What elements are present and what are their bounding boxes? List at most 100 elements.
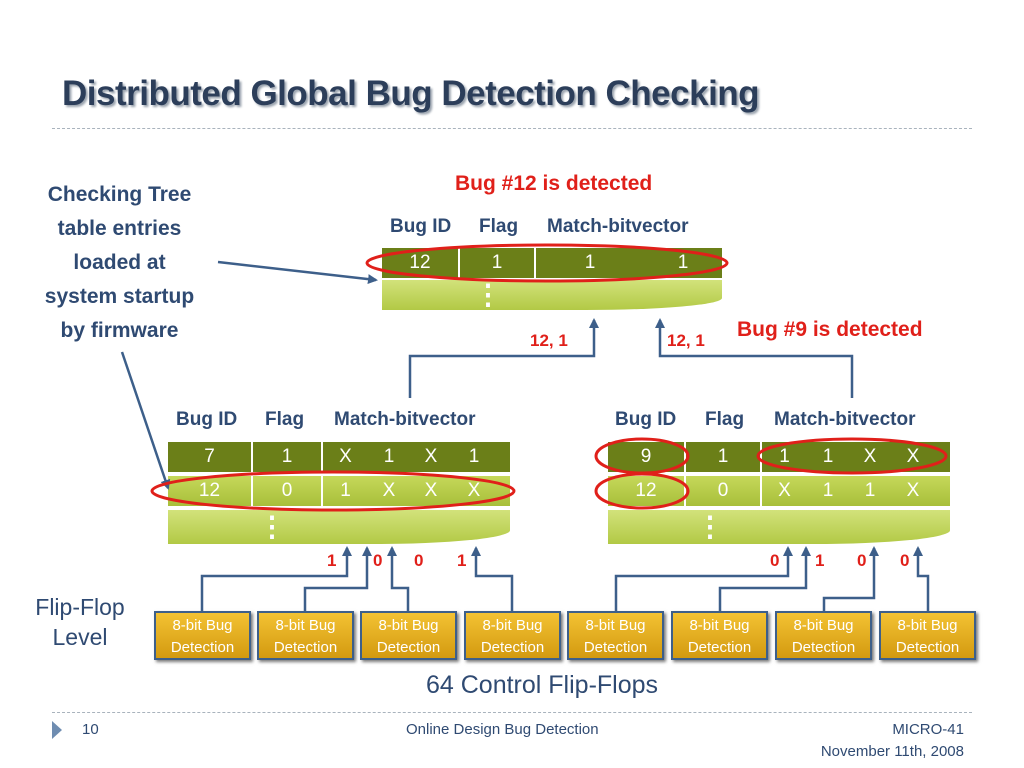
table-row: 12 0 1 X X X	[168, 476, 510, 506]
highlight-ellipse	[150, 470, 516, 512]
box-line: 8-bit Bug	[689, 617, 750, 634]
flag-cell: 0	[686, 476, 762, 506]
box-line: 8-bit Bug	[275, 617, 336, 634]
box-line: Detection	[273, 639, 338, 656]
match-bit-cell: X	[778, 480, 791, 501]
highlight-ellipse	[756, 437, 948, 475]
bit-label: 0	[373, 551, 383, 570]
tree-link-right	[655, 318, 854, 398]
tree-link-left	[408, 318, 599, 398]
ff-link	[913, 546, 930, 611]
left-header-bug-id: Bug ID	[176, 409, 238, 430]
match-bit-cell: X	[906, 480, 920, 501]
right-checking-table: 9 1 1 1 X X 12 0 X 1 1 X ⋮	[608, 440, 950, 546]
link-label-left: 12, 1	[530, 331, 568, 350]
box-line: 8-bit Bug	[897, 617, 958, 634]
checking-tree-note: Checking Tree table entries loaded at sy…	[32, 178, 207, 348]
link-label-right: 12, 1	[667, 331, 705, 350]
bit-label: 1	[327, 551, 337, 570]
highlight-ellipse	[594, 472, 690, 510]
annotation-arrow	[120, 351, 171, 490]
note-line: Checking Tree	[47, 183, 192, 206]
table-row: 12 1 1 1	[382, 248, 722, 278]
top-header-flag: Flag	[479, 216, 519, 237]
match-bit-cell: X	[424, 480, 438, 501]
title-divider	[52, 128, 972, 129]
ff-link	[387, 546, 410, 611]
bit-label: 0	[900, 551, 910, 570]
highlight-ellipse	[594, 437, 690, 475]
right-header-match: Match-bitvector	[774, 409, 916, 430]
match-bit-cell: 1	[779, 446, 790, 467]
flag-cell: 1	[686, 442, 762, 472]
footer-conference: MICRO-41	[892, 721, 964, 738]
top-header-match: Match-bitvector	[547, 216, 689, 237]
match-bit-cell: 1	[677, 252, 689, 273]
table-continuation	[168, 510, 510, 544]
match-bit-cell: 1	[340, 480, 351, 501]
match-bit-cell: 1	[822, 480, 834, 501]
ff-link	[822, 546, 879, 611]
flip-flop-level-label: Flip-Flop Level	[20, 592, 140, 652]
bug-id-cell: 9	[608, 442, 686, 472]
match-bit-cell: 1	[822, 446, 834, 467]
bit-label: 0	[770, 551, 780, 570]
flag-cell: 1	[253, 442, 323, 472]
box-line: Detection	[791, 639, 856, 656]
left-checking-table: 7 1 X 1 X 1 12 0 1 X X X ⋮	[168, 440, 510, 546]
match-bit-cell: X	[424, 446, 438, 467]
level-line: Level	[52, 624, 108, 650]
match-bit-cell: X	[339, 446, 352, 467]
box-line: Detection	[687, 639, 752, 656]
bug-id-cell: 12	[168, 476, 253, 506]
bug-id-cell: 12	[382, 248, 460, 278]
table-continuation	[382, 280, 722, 310]
left-header-match: Match-bitvector	[334, 409, 476, 430]
note-line: loaded at	[73, 251, 166, 274]
flag-cell: 1	[460, 248, 536, 278]
match-bit-cell: X	[863, 446, 877, 467]
box-line: Detection	[480, 639, 545, 656]
left-header-flag: Flag	[265, 409, 305, 430]
ff-link	[303, 546, 372, 611]
control-flip-flops-label: 64 Control Flip-Flops	[426, 671, 659, 699]
top-checking-table: 12 1 1 1 ⋮	[382, 246, 722, 322]
ff-link	[718, 546, 811, 611]
match-bit-cell: 1	[383, 446, 395, 467]
top-header-bug-id: Bug ID	[390, 216, 452, 237]
box-line: 8-bit Bug	[378, 617, 439, 634]
flag-cell: 0	[253, 476, 323, 506]
table-row: 12 0 X 1 1 X	[608, 476, 950, 506]
bug12-detected-label: Bug #12 is detected	[455, 172, 653, 195]
match-bit-cell: X	[382, 480, 396, 501]
footer-divider	[52, 712, 972, 713]
note-line: by firmware	[60, 319, 179, 342]
slide-title: Distributed Global Bug Detection Checkin…	[62, 74, 760, 113]
footer-title: Online Design Bug Detection	[406, 721, 599, 738]
match-bit-cell: X	[906, 446, 920, 467]
note-line: table entries	[57, 217, 182, 240]
box-line: Detection	[376, 639, 441, 656]
right-header-bug-id: Bug ID	[615, 409, 677, 430]
ff-link	[471, 546, 514, 611]
match-bit-cell: 1	[468, 446, 480, 467]
ff-link	[614, 546, 793, 611]
box-line: Detection	[583, 639, 648, 656]
box-line: Detection	[170, 639, 235, 656]
bug9-detected-label: Bug #9 is detected	[737, 318, 923, 341]
match-bit-cell: X	[467, 480, 481, 501]
box-line: 8-bit Bug	[482, 617, 543, 634]
box-line: Detection	[895, 639, 960, 656]
bug-id-cell: 7	[168, 442, 253, 472]
level-line: Flip-Flop	[35, 594, 125, 620]
match-bit-cell: 1	[864, 480, 876, 501]
table-continuation	[608, 510, 950, 544]
